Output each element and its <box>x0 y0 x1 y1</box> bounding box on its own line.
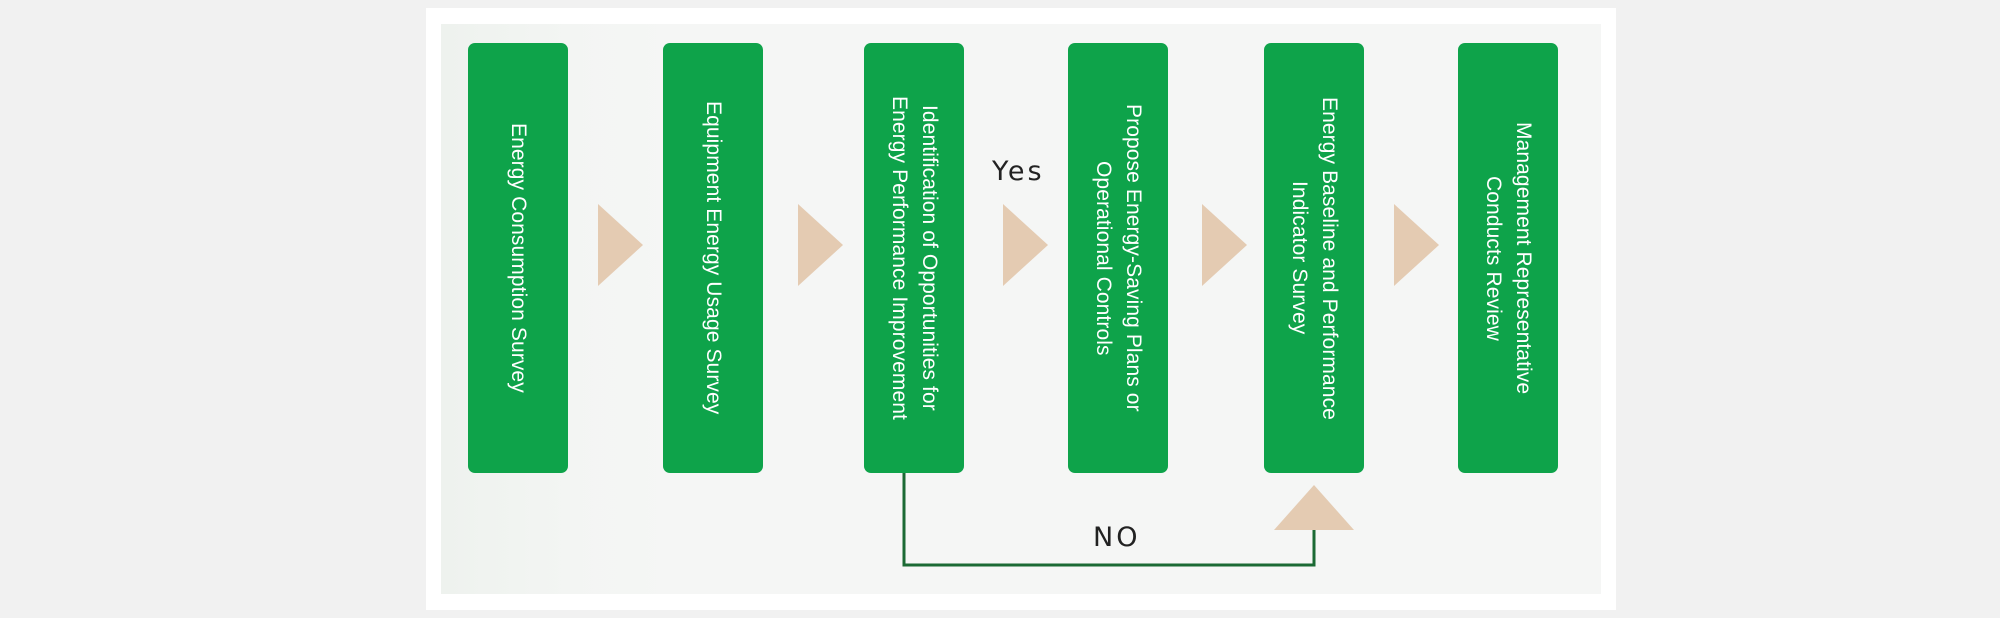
flow-arrow-1 <box>598 204 643 286</box>
step-label: Identification of Opportunities for Ener… <box>888 96 941 420</box>
step-identification-of-opportunities: Identification of Opportunities for Ener… <box>864 43 964 473</box>
step-label: Management Representative Conducts Revie… <box>1482 121 1535 395</box>
step-energy-baseline-survey: Energy Baseline and Performance Indicato… <box>1264 43 1364 473</box>
no-label: NO <box>1093 522 1141 553</box>
flow-arrow-4 <box>1202 204 1247 286</box>
step-label: Energy Baseline and Performance Indicato… <box>1288 96 1341 420</box>
up-arrow-to-baseline <box>1274 485 1354 530</box>
flow-arrow-2 <box>798 204 843 286</box>
step-propose-energy-saving-plans: Propose Energy-Saving Plans or Operation… <box>1068 43 1168 473</box>
flow-arrow-3 <box>1003 204 1048 286</box>
no-loop-line <box>902 473 1316 567</box>
step-label: Propose Energy-Saving Plans or Operation… <box>1092 104 1145 412</box>
yes-label: Yes <box>992 156 1045 187</box>
flowchart-panel <box>441 24 1601 594</box>
step-label: Energy Consumption Survey <box>506 123 530 393</box>
step-energy-consumption-survey: Energy Consumption Survey <box>468 43 568 473</box>
step-management-review: Management Representative Conducts Revie… <box>1458 43 1558 473</box>
step-equipment-energy-usage-survey: Equipment Energy Usage Survey <box>663 43 763 473</box>
flow-arrow-5 <box>1394 204 1439 286</box>
step-label: Equipment Energy Usage Survey <box>701 101 725 415</box>
